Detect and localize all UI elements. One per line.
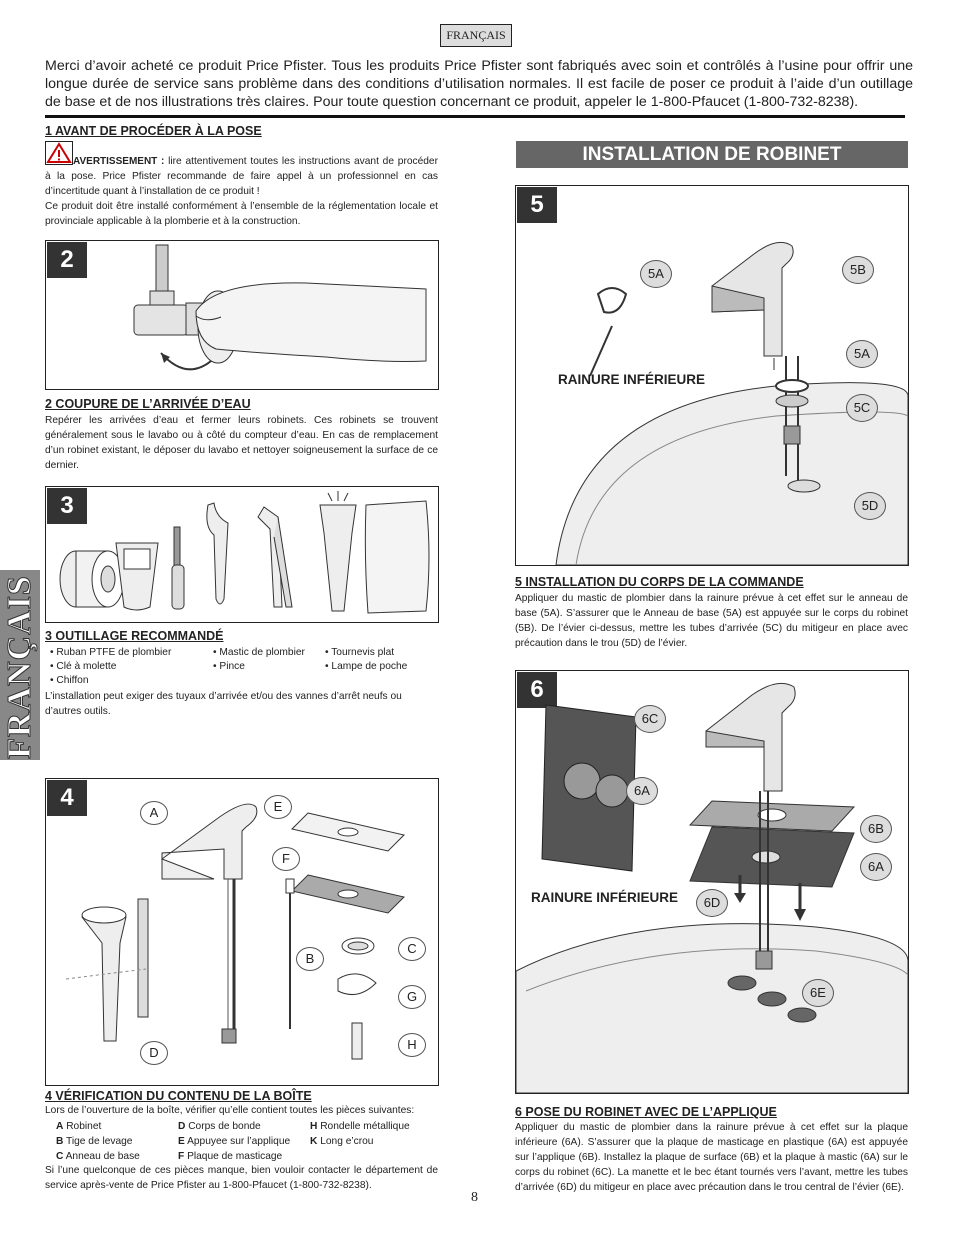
callout-e: E: [264, 795, 292, 819]
section5-text: Appliquer du mastic de plombier dans la …: [515, 593, 908, 649]
callout-g: G: [398, 985, 426, 1009]
section1-title: 1 AVANT DE PROCÉDER À LA POSE: [45, 124, 262, 138]
faucet-plate-drawing: [516, 682, 908, 1093]
callout-5c: 5C: [846, 394, 878, 422]
callout-6e: 6E: [802, 979, 834, 1007]
part-item: H Rondelle métallique: [310, 1121, 410, 1132]
section2-text: Repérer les arrivées d’eau et fermer leu…: [45, 415, 438, 471]
step5-illustration: 5 5A 5B 5A 5C 5D RAINURE INFÉRIEURE: [515, 185, 909, 566]
callout-b: B: [296, 947, 324, 971]
callout-6a-lower: 6A: [860, 853, 892, 881]
tool-item: • Clé à molette: [50, 661, 117, 672]
callout-6c: 6C: [634, 705, 666, 733]
warning-icon: [45, 141, 73, 165]
callout-c: C: [398, 937, 426, 961]
callout-5b: 5B: [842, 256, 874, 284]
tool-item: • Lampe de poche: [325, 661, 408, 672]
step5-number: 5: [517, 187, 557, 223]
part-item: D Corps de bonde: [178, 1121, 261, 1132]
part-item: F Plaque de masticage: [178, 1151, 283, 1162]
part-item: A Robinet: [56, 1121, 102, 1132]
callout-5a-lower: 5A: [846, 340, 878, 368]
part-item: K Long e’crou: [310, 1136, 374, 1147]
callout-6b: 6B: [860, 815, 892, 843]
groove-label-5: RAINURE INFÉRIEURE: [558, 372, 706, 387]
header-divider: [45, 115, 905, 118]
step4-illustration: 4 A E F B C G D H: [45, 778, 439, 1086]
callout-6a: 6A: [626, 777, 658, 805]
installation-banner: INSTALLATION DE ROBINET: [516, 141, 908, 168]
section5-title: 5 INSTALLATION DU CORPS DE LA COMMANDE: [515, 575, 804, 589]
groove-label-6: RAINURE INFÉRIEURE: [531, 890, 679, 905]
section4-footer: Si l’une quelconque de ces pièces manque…: [45, 1165, 438, 1191]
callout-5d: 5D: [854, 492, 886, 520]
part-item: B Tige de levage: [56, 1136, 133, 1147]
callout-d: D: [140, 1041, 168, 1065]
tool-item: • Ruban PTFE de plombier: [50, 647, 172, 658]
page-number: 8: [471, 1190, 478, 1205]
language-badge: FRANÇAIS: [440, 24, 512, 47]
step3-number: 3: [47, 488, 87, 524]
tool-item: • Mastic de plombier: [213, 647, 305, 658]
section4-title: 4 VÉRIFICATION DU CONTENU DE LA BOÎTE: [45, 1089, 312, 1103]
tool-item: • Pince: [213, 661, 245, 672]
shutoff-valve-drawing: [133, 244, 427, 371]
section6-title: 6 POSE DU ROBINET AVEC DE L’APPLIQUE: [515, 1105, 777, 1119]
step6-number: 6: [517, 672, 557, 708]
part-item: E Appuyee sur l’applique: [178, 1136, 291, 1147]
step4-number: 4: [47, 780, 87, 816]
language-side-tab: FRANÇAIS: [0, 570, 40, 760]
section3-title: 3 OUTILLAGE RECOMMANDÉ: [45, 629, 224, 643]
tool-item: • Tournevis plat: [325, 647, 395, 658]
callout-6d: 6D: [696, 889, 728, 917]
section1-warning: AVERTISSEMENT : lire attentivement toute…: [45, 156, 438, 197]
callout-5a: 5A: [640, 260, 672, 288]
tool-item: • Chiffon: [50, 675, 89, 686]
section4-intro: Lors de l’ouverture de la boîte, vérifie…: [45, 1105, 415, 1116]
step6-illustration: 6 6C 6A 6B 6A 6D 6E RAINURE INFÉRIEURE: [515, 670, 909, 1094]
intro-paragraph: Merci d’avoir acheté ce produit Price Pf…: [45, 58, 913, 110]
tools-drawing: [59, 491, 430, 614]
step3-illustration: 3: [45, 486, 439, 623]
section3-text: L’installation peut exiger des tuyaux d’…: [45, 691, 402, 717]
section1-text: Ce produit doit être installé conforméme…: [45, 201, 438, 227]
section6-text: Appliquer du mastic de plombier dans la …: [515, 1122, 908, 1193]
part-item: C Anneau de base: [56, 1151, 140, 1162]
step2-illustration: 2: [45, 240, 439, 390]
callout-a: A: [140, 801, 168, 825]
step2-number: 2: [47, 242, 87, 278]
box-contents-drawing: [65, 803, 405, 1060]
section2-title: 2 COUPURE DE L’ARRIVÉE D’EAU: [45, 397, 251, 411]
callout-h: H: [398, 1033, 426, 1057]
faucet-install-drawing: [555, 241, 908, 565]
callout-f: F: [272, 847, 300, 871]
